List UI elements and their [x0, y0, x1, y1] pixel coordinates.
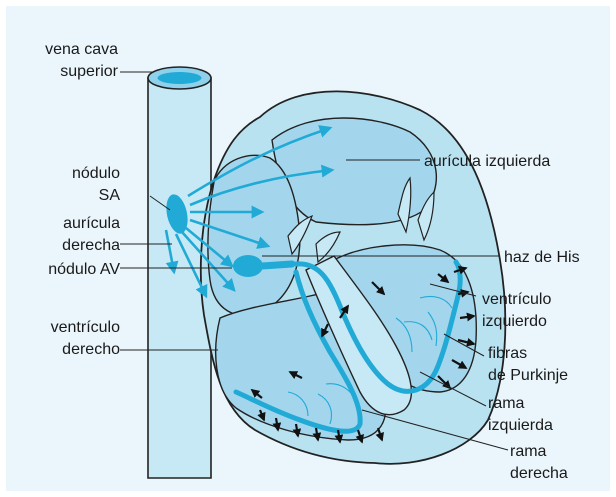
label-fibras-purkinje-line2: de Purkinje [488, 367, 568, 384]
label-nodulo-sa-line1: nódulo [72, 165, 120, 182]
av-node [233, 255, 263, 277]
label-vena-cava-line2: superior [60, 63, 118, 80]
label-auricula-izquierda: aurícula izquierda [424, 153, 550, 170]
right-atrium-chamber [208, 155, 300, 315]
label-fibras-purkinje-line1: fibras [488, 345, 527, 362]
label-nodulo-av: nódulo AV [48, 261, 120, 278]
label-ventriculo-izquierdo-line2: izquierdo [482, 313, 547, 330]
label-rama-izquierda-line1: rama [488, 395, 525, 412]
label-rama-derecha-line2: derecha [510, 465, 568, 482]
label-rama-izquierda-line2: izquierda [488, 417, 553, 434]
label-ventriculo-derecho-line2: derecho [62, 341, 120, 358]
label-nodulo-sa-line2: SA [99, 187, 121, 204]
label-vena-cava-line1: vena cava [45, 41, 118, 58]
label-haz-de-his: haz de His [504, 249, 580, 266]
label-ventriculo-izquierdo-line1: ventrículo [482, 291, 551, 308]
label-rama-derecha-line1: rama [510, 443, 547, 460]
label-auricula-derecha-line2: derecha [62, 237, 120, 254]
label-auricula-derecha-line1: aurícula [63, 215, 120, 232]
label-ventriculo-derecho-line1: ventrículo [51, 319, 120, 336]
